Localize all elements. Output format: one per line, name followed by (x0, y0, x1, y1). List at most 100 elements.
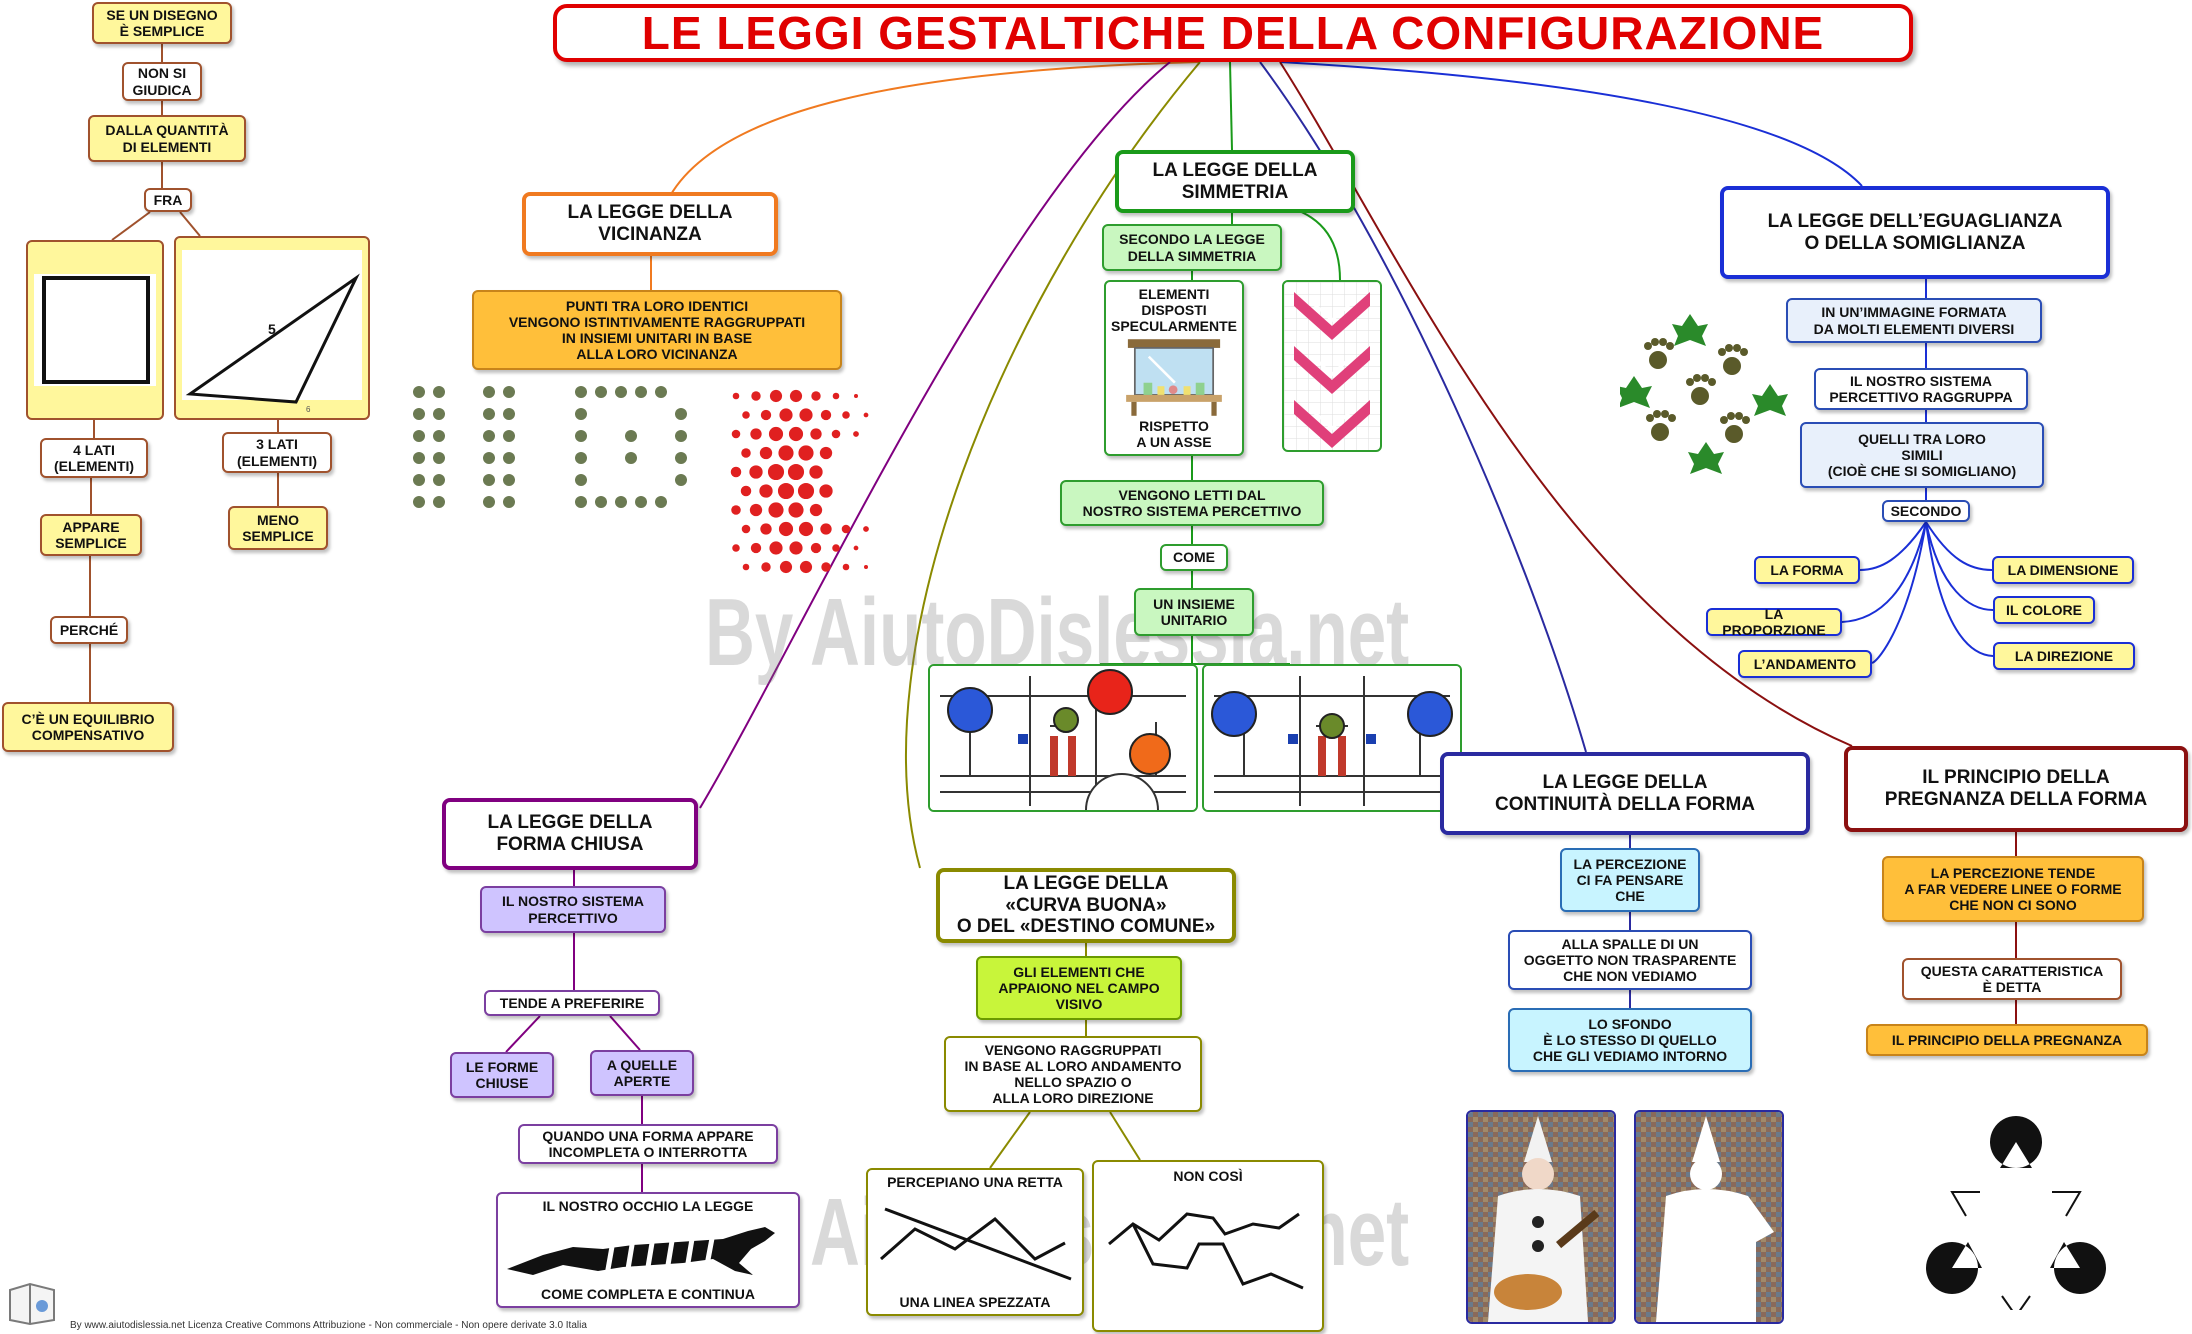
paw-print-icon (1666, 342, 1674, 350)
red-dot (750, 542, 762, 554)
paw-print-icon (1733, 344, 1741, 352)
grid-dot (483, 474, 495, 486)
red-dot (863, 526, 869, 532)
red-dot (777, 482, 795, 500)
grid-dot (433, 430, 445, 442)
grid-dot (433, 474, 445, 486)
criterion-direzione: LA DIREZIONE (1993, 642, 2135, 670)
grid-dot (675, 408, 687, 420)
grid-dot (655, 386, 667, 398)
grid-dot (625, 430, 637, 442)
page-title: LE LEGGI GESTALTICHE DELLA CONFIGURAZION… (553, 4, 1913, 62)
triangle-figure: 5 6 (174, 236, 370, 420)
red-dot (853, 545, 859, 551)
red-dot (799, 560, 813, 574)
red-dot (799, 408, 813, 422)
eguaglianza-raggruppa: IL NOSTRO SISTEMA PERCETTIVO RAGGRUPPA (1814, 368, 2028, 410)
grid-dot (433, 452, 445, 464)
red-dot (732, 544, 740, 552)
vicinanza-dot-grids (405, 380, 705, 520)
grid-dot (615, 496, 627, 508)
red-dot (809, 465, 823, 479)
left-node-non-si-giudica: NON SI GIUDICA (122, 62, 202, 101)
forma-chiusa-completa-label: COME COMPLETA E CONTINUA (541, 1285, 755, 1302)
grid-dot (413, 452, 425, 464)
vicinanza-text: PUNTI TRA LORO IDENTICI VENGONO ISTINTIV… (472, 290, 842, 370)
paw-print-icon (1649, 351, 1667, 369)
grid-dot (483, 430, 495, 442)
simmetria-rispetto-asse-label: RISPETTO A UN ASSE (1136, 417, 1212, 450)
paw-print-icon (1720, 416, 1728, 424)
simmetria-secondo: SECONDO LA LEGGE DELLA SIMMETRIA (1102, 224, 1282, 271)
red-dot (809, 503, 823, 517)
grid-dot (433, 386, 445, 398)
grid-dot (483, 452, 495, 464)
red-dot (769, 541, 783, 555)
red-dot (759, 446, 773, 460)
paw-print-icon (1701, 374, 1709, 382)
paw-print-icon (1718, 348, 1726, 356)
red-dot (749, 465, 763, 479)
curva-buona-non-cosi: NON COSÌ (1092, 1160, 1324, 1332)
red-dot (779, 560, 793, 574)
red-dot (768, 426, 784, 442)
curva-buona-non-cosi-label: NON COSÌ (1173, 1168, 1243, 1184)
grid-dot (575, 474, 587, 486)
red-dot (831, 429, 841, 439)
red-dot (730, 466, 742, 478)
red-dot (779, 408, 793, 422)
forma-chiusa-aperte: A QUELLE APERTE (590, 1050, 694, 1096)
criterion-colore: IL COLORE (1993, 596, 2095, 624)
red-dot (810, 428, 822, 440)
red-dot (751, 391, 761, 401)
grid-dot (575, 496, 587, 508)
grid-dot (625, 452, 637, 464)
grid-dot (483, 496, 495, 508)
red-dot (853, 431, 859, 437)
pregnanza-title: IL PRINCIPIO DELLA PREGNANZA DELLA FORMA (1844, 746, 2188, 832)
forma-chiusa-sistema: IL NOSTRO SISTEMA PERCETTIVO (480, 886, 666, 933)
grid-dot (413, 430, 425, 442)
grid-dot (413, 496, 425, 508)
grid-dot (655, 496, 667, 508)
grid-dot (483, 408, 495, 420)
grid-dot (635, 386, 647, 398)
paw-print-icon (1708, 378, 1716, 386)
pregnanza-caratteristica: QUESTA CARATTERISTICA È DETTA (1902, 958, 2122, 1000)
left-node-perche: PERCHÉ (50, 616, 128, 644)
red-dot (842, 563, 850, 571)
paw-print-icon (1725, 425, 1743, 443)
red-dot (832, 544, 840, 552)
triangle-side-label: 5 (268, 321, 276, 337)
grid-dot (413, 386, 425, 398)
mirror-shelf-illustration (1126, 339, 1222, 417)
left-node-meno-semplice: MENO SEMPLICE (228, 506, 328, 550)
paw-print-icon (1735, 412, 1743, 420)
curva-buona-retta-label: PERCEPIANO UNA RETTA (887, 1174, 1063, 1190)
grid-dot (503, 452, 515, 464)
paw-print-icon (1653, 410, 1661, 418)
red-dot (832, 392, 840, 400)
grid-dot (575, 430, 587, 442)
grid-dot (413, 408, 425, 420)
red-dot (740, 485, 752, 497)
left-node-appare-semplice: APPARE SEMPLICE (40, 514, 142, 556)
red-dot (864, 565, 868, 569)
pregnanza-percezione: LA PERCEZIONE TENDE A FAR VEDERE LINEE O… (1882, 856, 2144, 922)
triangle-corner-label: 6 (306, 405, 311, 414)
curva-buona-raggruppati: VENGONO RAGGRUPPATI IN BASE AL LORO ANDA… (944, 1036, 1202, 1112)
red-dot (761, 562, 771, 572)
paw-print-icon (1659, 338, 1667, 346)
red-dot (789, 389, 803, 403)
red-dot (842, 411, 850, 419)
paw-print-icon (1644, 342, 1652, 350)
logo-icon (6, 1280, 58, 1326)
red-dot (798, 521, 814, 537)
paw-print-icon (1727, 412, 1735, 420)
red-dot (778, 445, 794, 461)
grid-dot (503, 386, 515, 398)
grid-dot (675, 430, 687, 442)
red-dot (759, 484, 773, 498)
simmetria-title: LA LEGGE DELLA SIMMETRIA (1115, 150, 1355, 213)
criterion-proporzione: LA PROPORZIONE (1706, 606, 1842, 638)
